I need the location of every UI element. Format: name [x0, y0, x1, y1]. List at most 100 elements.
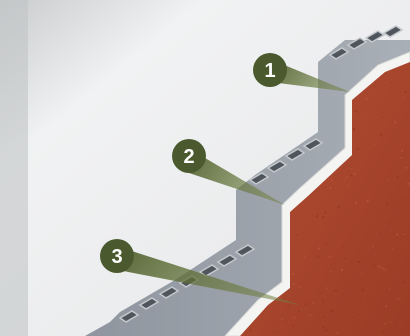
render-speckle	[340, 268, 344, 272]
render-speckle	[292, 324, 295, 327]
render-speckle	[403, 97, 405, 99]
block-cell	[302, 138, 324, 151]
render-speckle	[365, 97, 368, 100]
render-speckle	[313, 212, 316, 214]
block-cell	[266, 160, 288, 173]
render-speckle	[381, 266, 384, 269]
render-speckle	[317, 255, 320, 258]
render-speckle	[320, 204, 322, 206]
render-speckle	[385, 203, 389, 206]
callout-marker-2: 2	[172, 139, 206, 173]
render-speckle	[406, 70, 408, 72]
render-speckle	[329, 186, 332, 190]
render-speckle	[400, 156, 403, 159]
render-speckle	[391, 161, 393, 163]
render-speckle	[363, 301, 365, 303]
render-speckle	[407, 182, 410, 185]
block-cell	[364, 30, 386, 43]
render-speckle	[405, 166, 408, 169]
render-speckle	[406, 192, 408, 194]
render-speckle	[392, 220, 394, 222]
render-speckle	[390, 103, 392, 105]
render-speckle	[287, 321, 290, 323]
render-speckle	[405, 145, 407, 147]
render-speckle	[387, 220, 389, 223]
render-speckle	[319, 292, 321, 294]
render-speckle	[394, 269, 397, 271]
render-speckle	[338, 220, 340, 222]
render-speckle	[324, 211, 327, 214]
render-speckle	[329, 270, 332, 273]
render-speckle	[403, 231, 405, 233]
render-speckle	[401, 69, 403, 72]
block-hollow-cells	[118, 25, 404, 323]
render-speckle	[318, 314, 320, 316]
render-speckle	[354, 110, 357, 112]
render-speckle	[293, 225, 295, 227]
render-speckle	[345, 175, 348, 178]
render-speckle	[322, 301, 324, 303]
render-speckle	[304, 237, 306, 239]
marker-1-label: 1	[264, 60, 275, 82]
render-speckle	[402, 155, 404, 158]
render-speckle	[390, 231, 392, 233]
render-speckle	[357, 260, 360, 264]
render-speckle	[298, 310, 300, 313]
render-speckle	[285, 320, 288, 322]
render-speckle	[351, 243, 353, 245]
render-speckle	[343, 178, 345, 180]
render-speckle	[396, 176, 400, 179]
render-speckle	[365, 154, 367, 156]
render-speckle	[325, 287, 328, 289]
render-speckle	[366, 317, 368, 319]
render-speckle	[347, 184, 350, 186]
callout-3-leader	[116, 246, 300, 305]
render-speckle	[295, 233, 298, 236]
render-speckle	[379, 232, 382, 235]
render-speckle	[327, 178, 329, 180]
render-speckle	[312, 301, 315, 304]
render-speckle	[336, 332, 339, 335]
render-speckle	[394, 282, 396, 284]
render-speckle	[328, 255, 331, 258]
render-speckle	[293, 316, 296, 319]
render-speckle	[405, 331, 407, 333]
render-speckle	[388, 288, 391, 290]
render-speckle	[281, 318, 284, 321]
render-speckle	[325, 262, 327, 264]
render-speckle	[292, 283, 295, 286]
block-cell	[284, 148, 306, 161]
block-cell	[382, 25, 404, 38]
render-speckle	[381, 330, 384, 333]
render-speckle	[382, 229, 384, 231]
render-speckle	[361, 289, 365, 292]
render-speckle	[350, 167, 352, 170]
render-speckle	[391, 321, 393, 323]
render-speckle	[344, 257, 347, 260]
background-left-shade	[0, 0, 28, 336]
block-cell	[248, 172, 270, 185]
render-speckle	[363, 248, 365, 250]
render-speckle	[325, 329, 328, 332]
marker-3-label: 3	[111, 246, 122, 268]
render-speckle	[382, 267, 385, 270]
render-speckle	[321, 265, 323, 268]
render-speckle	[404, 91, 407, 94]
render-speckle	[321, 216, 325, 219]
render-speckle	[331, 309, 334, 312]
render-speckle	[249, 329, 252, 332]
render-speckle	[404, 233, 406, 236]
render-speckle	[378, 265, 381, 268]
render-speckle	[343, 245, 345, 247]
render-speckle	[354, 301, 356, 304]
render-speckle	[364, 239, 366, 241]
render-speckle	[374, 143, 377, 146]
render-speckle	[326, 179, 327, 181]
render-speckle	[354, 201, 358, 204]
render-speckle	[384, 268, 387, 271]
render-speckle	[372, 264, 375, 267]
block-cell	[138, 297, 160, 310]
render-speckle	[305, 303, 307, 306]
